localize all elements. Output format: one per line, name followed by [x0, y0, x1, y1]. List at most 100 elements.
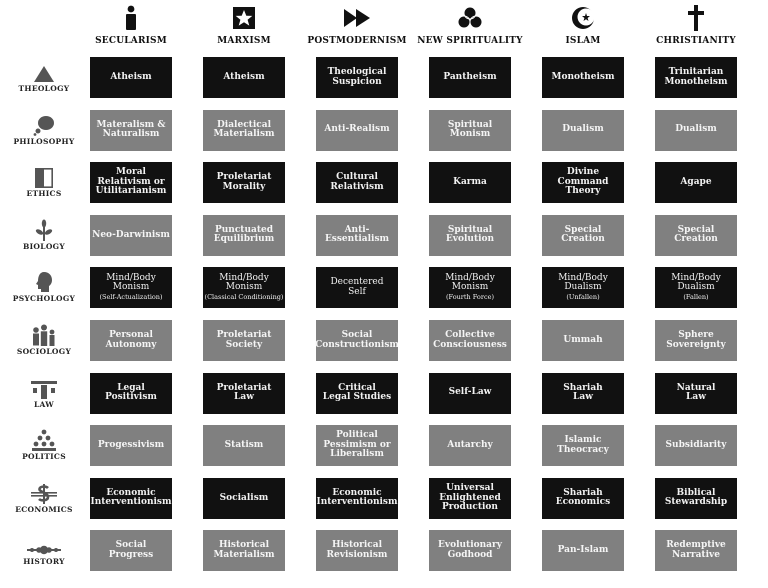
cell-text-line: Shariah	[563, 487, 603, 498]
cell-subtext: (Classical Conditioning)	[204, 292, 284, 301]
cell-text-line: Karma	[453, 176, 487, 187]
row-header-politics: POLITICS	[0, 425, 88, 473]
cell-text-line: Sovereignty	[666, 339, 726, 350]
fast-forward-icon	[297, 5, 417, 31]
cell-text-line: Law	[234, 392, 254, 403]
column-label: POSTMODERNISM	[307, 36, 407, 46]
cell-text-line: Historical	[218, 540, 270, 551]
cell-philosophy-christianity: Dualism	[655, 109, 737, 151]
half-square-icon	[0, 162, 88, 189]
cell-text-line: Godhood	[447, 549, 493, 560]
row-header-history: HISTORY	[0, 530, 88, 578]
cell-text-line: Evolution	[445, 234, 495, 245]
row-header-philosophy: PHILOSOPHY	[0, 110, 88, 158]
cell-biology-secularism: Neo-Darwinism	[90, 214, 172, 256]
cell-text-line: Monotheism	[551, 71, 615, 82]
cell-text-line: Pantheism	[443, 71, 497, 82]
cell-text-line: Legal	[117, 382, 145, 393]
cell-text-line: Pan-Islam	[557, 545, 609, 556]
cell-text-line: Evolutionary	[438, 540, 502, 551]
cell-text-line: Constructionism	[315, 339, 399, 350]
row-label: PSYCHOLOGY	[12, 294, 76, 304]
cell-text-line: Creation	[674, 234, 718, 245]
row-header-sociology: SOCIOLOGY	[0, 320, 88, 368]
cell-text-line: Monotheism	[664, 76, 728, 87]
cell-text-line: Dualism	[675, 124, 717, 135]
cell-text-line: Spiritual	[447, 119, 493, 130]
cell-text-line: Mind/Body	[558, 272, 608, 283]
cell-text-line: Anti-Realism	[324, 124, 390, 135]
cell-text-line: Natural	[676, 382, 716, 393]
cell-text-line: Subsidiarity	[665, 439, 727, 450]
cell-text-line: Punctuated	[214, 224, 274, 235]
cell-text-line: Relativism	[330, 181, 384, 192]
cell-text-line: Historical	[331, 540, 383, 551]
cell-text-line: Proletariat	[216, 330, 272, 340]
cell-text-line: Sphere	[678, 330, 714, 340]
cell-philosophy-postmodernism: Anti-Realism	[316, 109, 398, 151]
cell-text-line: Creation	[561, 234, 605, 245]
cell-politics-new-spirituality: Autarchy	[429, 425, 511, 467]
cell-subtext: (Fourth Force)	[446, 292, 494, 301]
cross-icon	[636, 5, 756, 31]
cell-text-line: Special	[564, 224, 602, 235]
cell-text-line: Economic	[106, 487, 156, 498]
cell-text-line: Anti-	[344, 224, 370, 235]
cell-text-line: Legal Studies	[322, 392, 392, 403]
row-label: PHILOSOPHY	[13, 136, 75, 146]
cell-text-line: Self	[348, 286, 366, 297]
cell-text-line: Law	[686, 392, 706, 403]
cell-text-line: Materialism	[213, 129, 275, 140]
cell-text-line: Shariah	[563, 382, 603, 393]
cell-ethics-christianity: Agape	[655, 162, 737, 204]
cell-text-line: Progress	[108, 549, 154, 560]
gavel-icon	[0, 373, 88, 399]
cell-text-line: Narrative	[672, 549, 720, 560]
row-label: THEOLOGY	[18, 84, 70, 93]
cell-text-line: Collective	[445, 330, 495, 340]
cell-text-line: Monism	[449, 129, 491, 140]
cell-text-line: Society	[225, 339, 263, 350]
cell-subtext: (Self-Actualization)	[99, 292, 163, 301]
cell-text-line: Mind/Body	[671, 272, 721, 283]
cell-text-line: Monism	[451, 282, 489, 293]
cell-text-line: Critical	[338, 382, 376, 393]
cell-politics-marxism: Statism	[203, 425, 285, 467]
cell-text-line: Dualism	[564, 282, 602, 293]
sprout-icon	[0, 215, 88, 241]
cell-theology-islam: Monotheism	[542, 57, 624, 98]
row-header-psychology: PSYCHOLOGY	[0, 267, 88, 315]
column-label: ISLAM	[565, 36, 601, 46]
row-label: POLITICS	[22, 452, 66, 462]
cell-text-line: Political	[336, 430, 378, 441]
cell-text-line: Positivism	[105, 392, 157, 403]
cell-text-line: Personal	[109, 330, 153, 340]
cell-text-line: Consciousness	[433, 339, 507, 350]
triple-circle-icon	[410, 5, 530, 31]
family-icon	[0, 320, 88, 346]
cell-text-line: Proletariat	[216, 172, 272, 183]
cell-text-line: Theological	[327, 67, 387, 77]
cell-text-line: Mind/Body	[106, 272, 156, 283]
cell-text-line: Economic	[332, 487, 382, 498]
cell-text-line: Essentialism	[324, 234, 390, 245]
cell-text-line: Suspicion	[332, 76, 382, 87]
cell-text-line: Dualism	[562, 124, 604, 135]
dollar-icon	[0, 478, 88, 504]
row-label: LAW	[33, 399, 55, 409]
cell-text-line: Pessimism or	[323, 439, 391, 450]
cell-text-line: Redemptive	[666, 540, 726, 551]
cell-text-line: Dualism	[677, 282, 715, 293]
